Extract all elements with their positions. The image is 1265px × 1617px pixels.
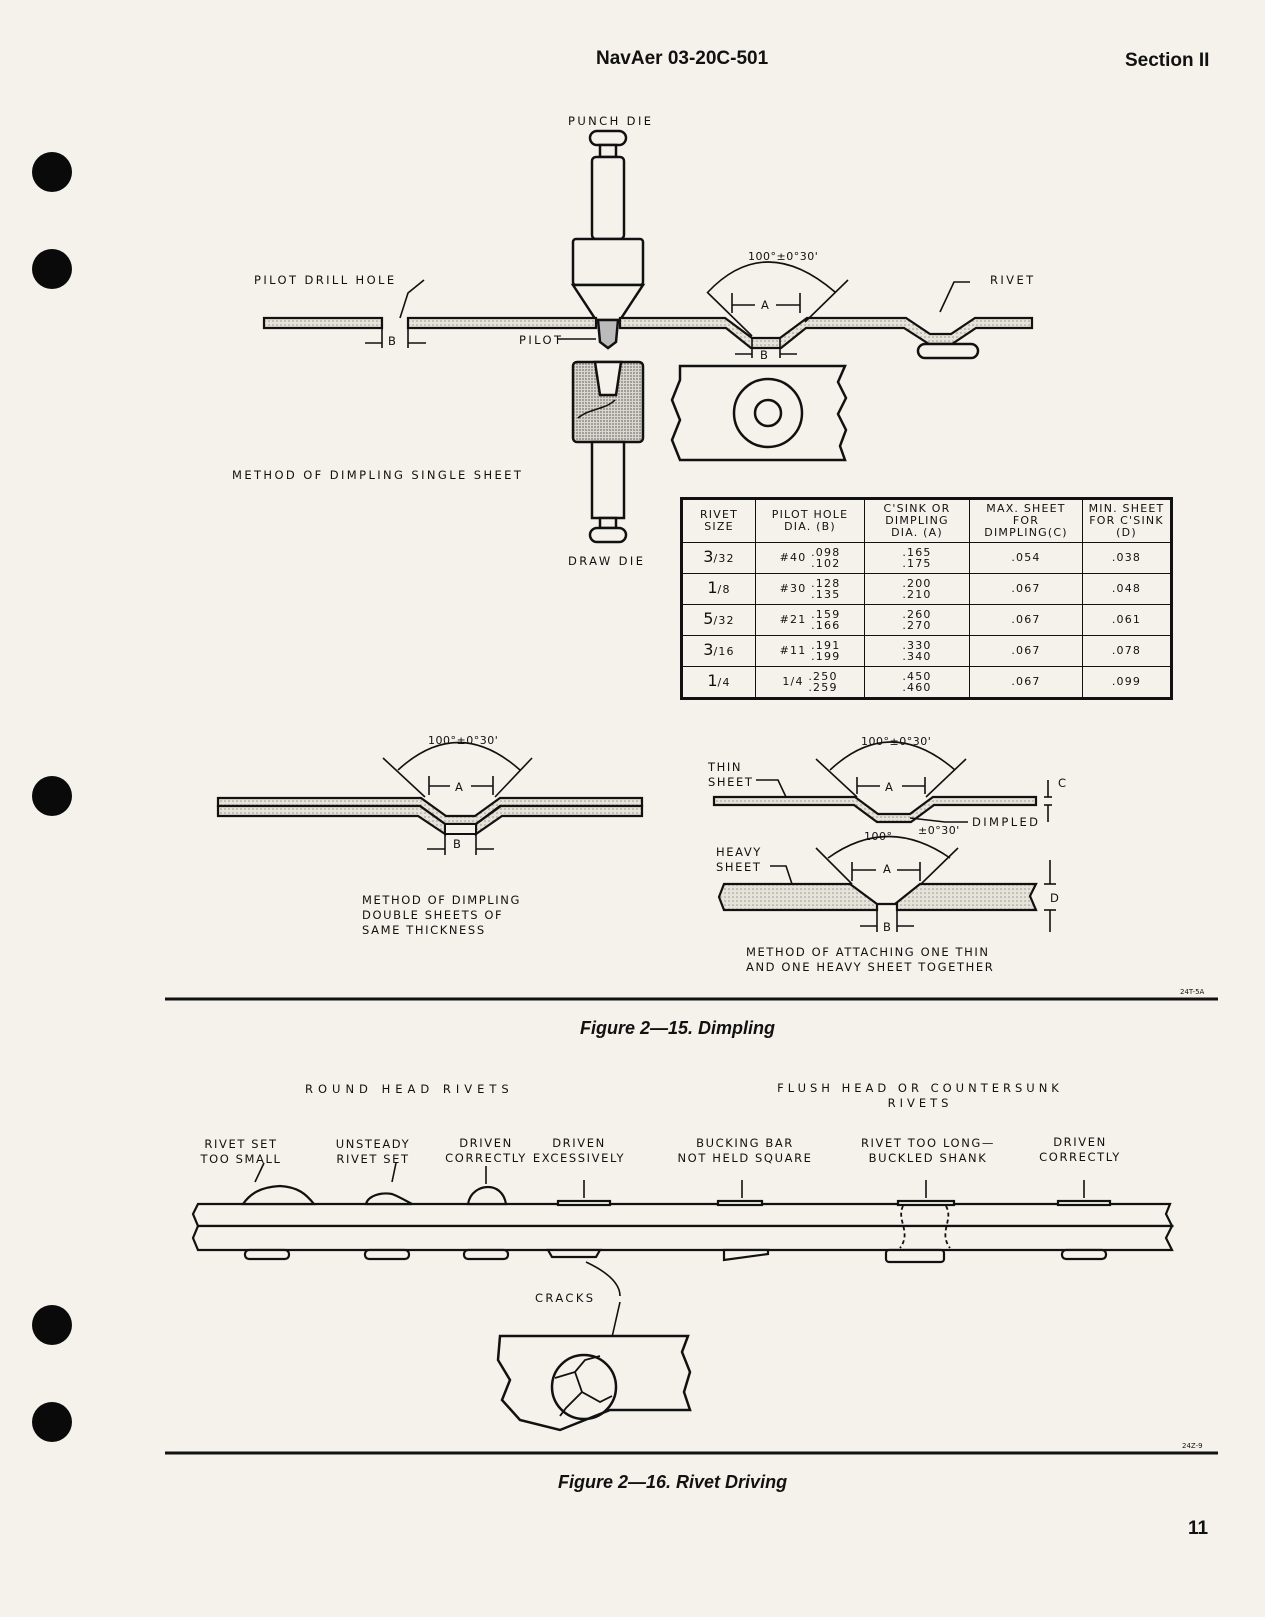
table-row: 1/4 1/4 .250.259 .450.460 .067 .099: [681, 666, 1172, 699]
punch-die-label: PUNCH DIE: [568, 114, 654, 128]
driven-correctly-label: DRIVEN CORRECTLY: [445, 1136, 527, 1165]
rivet-label: RIVET: [990, 273, 1036, 287]
table-row: 3/32 #40 .098.102 .165.175 .054 .038: [681, 542, 1172, 574]
dim-a-label: A: [885, 780, 896, 794]
binder-hole: [32, 776, 72, 816]
col-rivet-size: RIVET SIZE: [681, 498, 756, 543]
flush-head-heading: FLUSH HEAD OR COUNTERSUNK RIVETS: [777, 1081, 1063, 1110]
dim-c-label: C: [1058, 776, 1069, 790]
cracks-label: CRACKS: [535, 1291, 596, 1305]
dim-a-label: A: [883, 862, 894, 876]
col-csink-dia: C'SINK OR DIMPLING DIA. (A): [864, 498, 970, 543]
col-pilot-hole: PILOT HOLE DIA. (B): [755, 498, 865, 543]
method-double-caption: METHOD OF DIMPLING DOUBLE SHEETS OF SAME…: [362, 893, 521, 937]
angle-label: 100°±0°30': [861, 735, 932, 748]
round-head-heading: ROUND HEAD RIVETS: [305, 1082, 514, 1096]
binder-hole: [32, 1402, 72, 1442]
table-header-row: RIVET SIZE PILOT HOLE DIA. (B) C'SINK OR…: [681, 498, 1172, 543]
figure-code: 24T-5A: [1180, 988, 1205, 996]
figure-16-caption: Figure 2—16. Rivet Driving: [558, 1472, 788, 1492]
angle-label: 100°±0°30': [428, 734, 499, 747]
binder-hole: [32, 1305, 72, 1345]
col-min-sheet: MIN. SHEET FOR C'SINK (D): [1082, 498, 1172, 543]
section-label: Section II: [1125, 50, 1210, 71]
dim-b-label: B: [388, 334, 399, 348]
dim-a-label: A: [761, 298, 772, 312]
table-row: 5/32 #21 .159.166 .260.270 .067 .061: [681, 604, 1172, 636]
angle-100-label: 100°: [864, 830, 893, 843]
pilot-label: PILOT: [519, 333, 564, 347]
driven-excessively-label: DRIVEN EXCESSIVELY: [532, 1136, 626, 1165]
method-single-caption: METHOD OF DIMPLING SINGLE SHEET: [232, 468, 524, 482]
dim-b-label: B: [760, 348, 771, 362]
driven-correctly-flush-label: DRIVEN CORRECTLY: [1039, 1135, 1121, 1164]
pilot-drill-hole-label: PILOT DRILL HOLE: [254, 273, 397, 287]
figure-15-caption: Figure 2—15. Dimpling: [580, 1018, 776, 1038]
angle-label: 100°±0°30': [748, 250, 819, 263]
binder-hole: [32, 152, 72, 192]
buckled-shank-label: RIVET TOO LONG— BUCKLED SHANK: [860, 1136, 996, 1165]
draw-die-label: DRAW DIE: [568, 554, 646, 568]
figure-code: 24Z-9: [1182, 1442, 1203, 1450]
table-row: 3/16 #11 .191.199 .330.340 .067 .078: [681, 635, 1172, 667]
table-row: 1/8 #30 .128.135 .200.210 .067 .048: [681, 573, 1172, 605]
thin-sheet-label: THIN SHEET: [708, 760, 754, 789]
binder-hole: [32, 249, 72, 289]
dimpling-spec-table: RIVET SIZE PILOT HOLE DIA. (B) C'SINK OR…: [680, 497, 1173, 700]
page-number: 11: [1188, 1518, 1209, 1539]
document-number: NavAer 03-20C-501: [596, 48, 769, 69]
dimpled-label: DIMPLED: [972, 815, 1041, 829]
dim-d-label: D: [1050, 891, 1062, 905]
dim-a-label: A: [455, 780, 466, 794]
heavy-sheet-label: HEAVY SHEET: [716, 845, 762, 874]
bucking-bar-label: BUCKING BAR NOT HELD SQUARE: [677, 1136, 813, 1165]
angle-tolerance-label: ±0°30': [918, 824, 960, 837]
method-attach-caption: METHOD OF ATTACHING ONE THIN AND ONE HEA…: [746, 945, 995, 974]
unsteady-rivet-set-label: UNSTEADY RIVET SET: [335, 1137, 411, 1166]
col-max-sheet: MAX. SHEET FOR DIMPLING(C): [969, 498, 1083, 543]
dim-b-label: B: [883, 920, 894, 934]
rivet-set-too-small-label: RIVET SET TOO SMALL: [200, 1137, 282, 1166]
dim-b-label: B: [453, 837, 464, 851]
